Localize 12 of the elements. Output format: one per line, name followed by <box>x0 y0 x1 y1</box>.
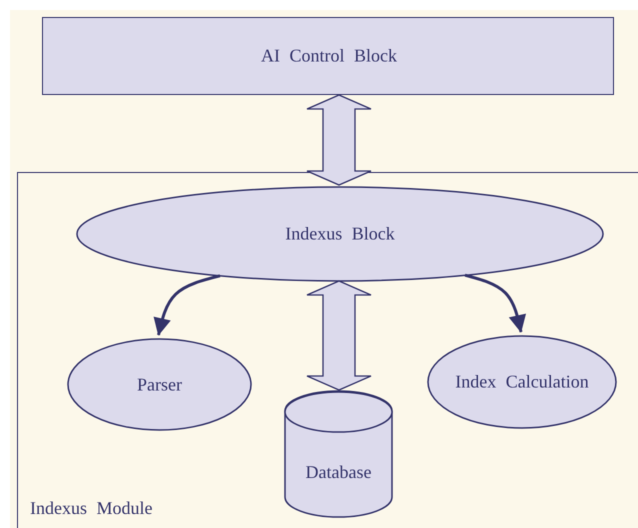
double-block-arrow <box>306 94 372 186</box>
node-label: Indexus Block <box>284 222 396 246</box>
node-label: Database <box>304 461 372 484</box>
module-label: Indexus Module <box>30 497 152 520</box>
node-label: Parser <box>136 372 183 396</box>
curved-arrow <box>464 274 526 333</box>
double-block-arrow <box>306 280 372 391</box>
node-label: AI Control Block <box>260 44 398 68</box>
node-label: Index Calculation <box>454 370 590 394</box>
module-frame <box>17 172 638 528</box>
control-block <box>42 17 614 95</box>
curved-arrow <box>154 274 220 336</box>
